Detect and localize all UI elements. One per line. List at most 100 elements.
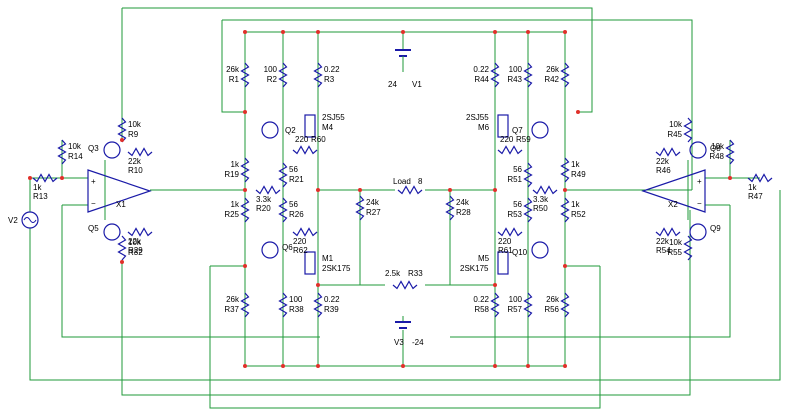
junction-node bbox=[243, 30, 247, 34]
r3-value: 0.22 bbox=[324, 65, 340, 74]
junction-node bbox=[243, 110, 247, 114]
resistor-r29-icon bbox=[127, 227, 153, 237]
r21-ref: R21 bbox=[289, 175, 304, 184]
junction-node bbox=[526, 30, 530, 34]
r20-value: 3.3k bbox=[256, 195, 272, 204]
junction-node bbox=[401, 364, 405, 368]
junction-node bbox=[120, 138, 124, 142]
resistor-r2-icon bbox=[278, 62, 288, 88]
r9-ref: R9 bbox=[128, 130, 139, 139]
r33-ref: R33 bbox=[408, 269, 423, 278]
r58-ref: R58 bbox=[474, 305, 489, 314]
r38-value: 100 bbox=[289, 295, 303, 304]
r25-ref: R25 bbox=[224, 210, 239, 219]
junction-node bbox=[576, 110, 580, 114]
resistor-r27-icon bbox=[355, 195, 365, 221]
r19-value: 1k bbox=[231, 160, 240, 169]
junction-node bbox=[448, 188, 452, 192]
r44-value: 0.22 bbox=[473, 65, 489, 74]
r21-value: 56 bbox=[289, 165, 298, 174]
r2-value: 100 bbox=[264, 65, 278, 74]
r44-ref: R44 bbox=[474, 75, 489, 84]
r47-ref: R47 bbox=[748, 192, 763, 201]
r26-ref: R26 bbox=[289, 210, 304, 219]
r29-value: 22k bbox=[128, 237, 142, 246]
r27-ref: R27 bbox=[366, 208, 381, 217]
load-ref: Load bbox=[393, 177, 411, 186]
r49-ref: R49 bbox=[571, 170, 586, 179]
junction-node bbox=[493, 188, 497, 192]
junction-node bbox=[243, 264, 247, 268]
opamp-left: + − X1 bbox=[87, 169, 152, 213]
r26-value: 56 bbox=[289, 200, 298, 209]
q5-label: Q5 bbox=[88, 224, 99, 233]
q3-label: Q3 bbox=[88, 144, 99, 153]
junction-nodes bbox=[28, 30, 732, 368]
q9-label: Q9 bbox=[710, 224, 721, 233]
q10-label: Q10 bbox=[512, 248, 528, 257]
r42-value: 26k bbox=[546, 65, 560, 74]
opamp-right-label: X2 bbox=[668, 200, 678, 209]
resistor-r60-icon bbox=[292, 145, 318, 155]
r51-ref: R51 bbox=[507, 175, 522, 184]
r1-value: 26k bbox=[226, 65, 240, 74]
resistor-r54-icon bbox=[655, 227, 681, 237]
r50-ref: R50 bbox=[533, 204, 548, 213]
r62-ref: R62 bbox=[293, 246, 308, 255]
m6-ref: M6 bbox=[478, 123, 490, 132]
junction-node bbox=[28, 176, 32, 180]
ac-source-icon bbox=[21, 211, 39, 229]
battery-v3-icon bbox=[395, 316, 411, 329]
r57-value: 100 bbox=[509, 295, 523, 304]
svg-text:−: − bbox=[697, 199, 702, 208]
resistor-labels: 26kR1100R20.22R310kR922kR101kR1310kR141k… bbox=[33, 65, 763, 314]
junction-node bbox=[316, 188, 320, 192]
r14-ref: R14 bbox=[68, 152, 83, 161]
r46-value: 22k bbox=[656, 157, 670, 166]
r39-value: 0.22 bbox=[324, 295, 340, 304]
battery-v1-icon bbox=[395, 49, 411, 72]
resistor-r3-icon bbox=[313, 62, 323, 88]
r60-ref: R60 bbox=[311, 135, 326, 144]
r59-ref: R59 bbox=[516, 135, 531, 144]
resistor-r49-icon bbox=[560, 157, 570, 183]
r45-ref: R45 bbox=[667, 130, 682, 139]
resistor-r62-icon bbox=[292, 227, 318, 237]
resistor-r58-icon bbox=[490, 292, 500, 318]
junction-node bbox=[316, 283, 320, 287]
r56-value: 26k bbox=[546, 295, 560, 304]
resistor-r47-icon bbox=[747, 173, 773, 183]
m4-part: 2SJ55 bbox=[322, 113, 345, 122]
opamp-left-label: X1 bbox=[116, 200, 126, 209]
junction-node bbox=[526, 364, 530, 368]
m4-ref: M4 bbox=[322, 123, 334, 132]
v1-ref: V1 bbox=[412, 80, 422, 89]
load-resistor-icon bbox=[397, 185, 423, 195]
resistor-r38-icon bbox=[278, 292, 288, 318]
v3-value: -24 bbox=[412, 338, 424, 347]
r55-ref: R55 bbox=[667, 248, 682, 257]
r42-ref: R42 bbox=[544, 75, 559, 84]
r48-value: 10k bbox=[711, 142, 725, 151]
r25-value: 1k bbox=[231, 200, 240, 209]
opamp-right: + − X2 bbox=[641, 169, 706, 213]
resistors bbox=[32, 62, 773, 318]
r61-ref: R61 bbox=[498, 246, 513, 255]
r27-value: 24k bbox=[366, 198, 380, 207]
r32-ref: R32 bbox=[128, 248, 143, 257]
r53-ref: R53 bbox=[507, 210, 522, 219]
r62-value: 220 bbox=[293, 237, 307, 246]
r60-value: 220 bbox=[295, 135, 309, 144]
r61-value: 220 bbox=[498, 237, 512, 246]
r13-value: 1k bbox=[33, 183, 42, 192]
r10-ref: R10 bbox=[128, 166, 143, 175]
resistor-r45-icon bbox=[683, 117, 693, 143]
r54-value: 22k bbox=[656, 237, 670, 246]
junction-node bbox=[563, 30, 567, 34]
resistor-r53-icon bbox=[523, 197, 533, 223]
r39-ref: R39 bbox=[324, 305, 339, 314]
junction-node bbox=[281, 30, 285, 34]
resistor-r14-icon bbox=[57, 139, 67, 165]
junction-node bbox=[493, 364, 497, 368]
